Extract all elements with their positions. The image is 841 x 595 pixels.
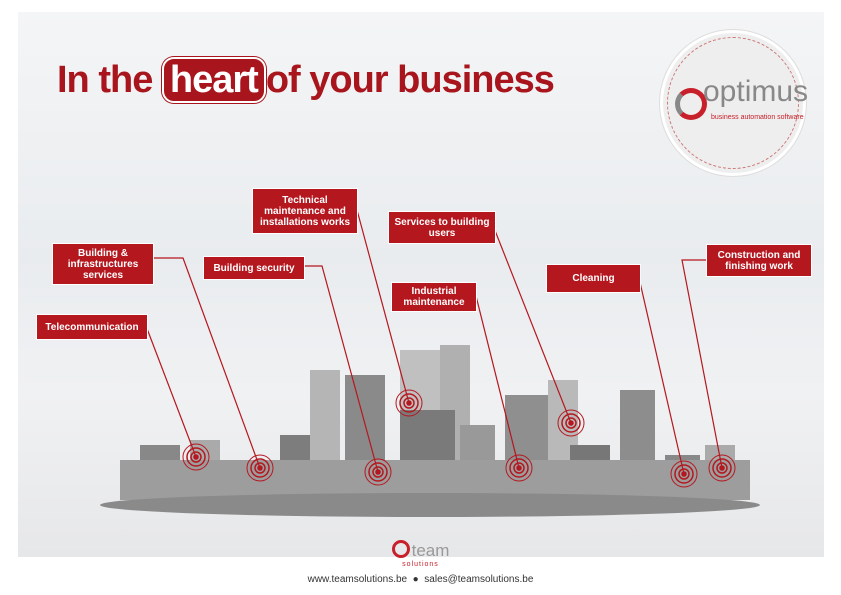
target-marker-icon: [712, 458, 732, 478]
target-marker-icon: [681, 471, 687, 477]
target-marker-icon: [516, 465, 522, 471]
connector-line: [303, 265, 379, 473]
target-marker-icon: [364, 458, 392, 486]
target-marker-icon: [716, 462, 728, 474]
target-marker-icon: [395, 389, 423, 417]
target-marker-icon: [509, 458, 529, 478]
target-marker-icon: [193, 454, 199, 460]
service-technical-maintenance: Technical maintenance and installations …: [252, 188, 358, 234]
connector-line: [475, 295, 520, 469]
target-marker-icon: [674, 464, 694, 484]
target-marker-icon: [182, 443, 210, 471]
target-marker-icon: [250, 458, 270, 478]
target-marker-icon: [254, 462, 266, 474]
target-marker-icon: [246, 454, 274, 482]
brand-name: team: [411, 541, 450, 560]
service-industrial-maintenance: Industrial maintenance: [391, 282, 477, 312]
target-marker-icon: [719, 465, 725, 471]
logo-ring-icon: [675, 88, 707, 120]
target-marker-icon: [568, 420, 574, 426]
target-marker-icon: [505, 454, 533, 482]
target-marker-icon: [403, 397, 415, 409]
logo-name: optimus: [703, 75, 809, 108]
optimus-logo: optimus business automation software: [660, 30, 809, 176]
target-marker-icon: [513, 462, 525, 474]
target-marker-icon: [375, 469, 381, 475]
title-highlight: heart: [161, 57, 266, 103]
target-marker-icon: [372, 466, 384, 478]
team-ring-icon: [391, 540, 410, 558]
target-marker-icon: [678, 468, 690, 480]
connector-line: [356, 209, 410, 404]
target-marker-icon: [186, 447, 206, 467]
website-link[interactable]: www.teamsolutions.be: [307, 574, 408, 585]
team-logo: team: [0, 540, 841, 560]
service-building-users: Services to building users: [388, 211, 496, 244]
footer: team solutions www.teamsolutions.be ● sa…: [0, 540, 841, 586]
target-marker-icon: [406, 400, 412, 406]
logo-tagline: business automation software: [711, 114, 804, 121]
skyline: [100, 345, 760, 517]
service-telecommunication: Telecommunication: [36, 314, 148, 340]
target-marker-icon: [561, 413, 581, 433]
target-marker-icon: [368, 462, 388, 482]
target-marker-icon: [708, 454, 736, 482]
service-building-security: Building security: [203, 256, 305, 280]
brand-sub: solutions: [402, 561, 439, 568]
service-cleaning: Cleaning: [546, 264, 641, 293]
email-link[interactable]: sales@teamsolutions.be: [424, 574, 534, 585]
connector-line: [638, 277, 685, 475]
target-marker-icon: [190, 451, 202, 463]
separator: ●: [412, 574, 419, 585]
target-marker-icon: [670, 460, 698, 488]
target-marker-icon: [565, 417, 577, 429]
connector-line: [145, 325, 197, 458]
connector-line: [152, 257, 261, 469]
title-text: of your business: [265, 59, 555, 101]
connector-line: [681, 259, 723, 469]
connector-line: [493, 227, 572, 424]
service-construction: Construction and finishing work: [706, 244, 812, 277]
target-marker-icon: [557, 409, 585, 437]
target-marker-icon: [257, 465, 263, 471]
target-marker-icon: [399, 393, 419, 413]
title-text: In the: [57, 59, 153, 101]
service-building-infrastructures: Building & infrastructures services: [52, 243, 154, 285]
